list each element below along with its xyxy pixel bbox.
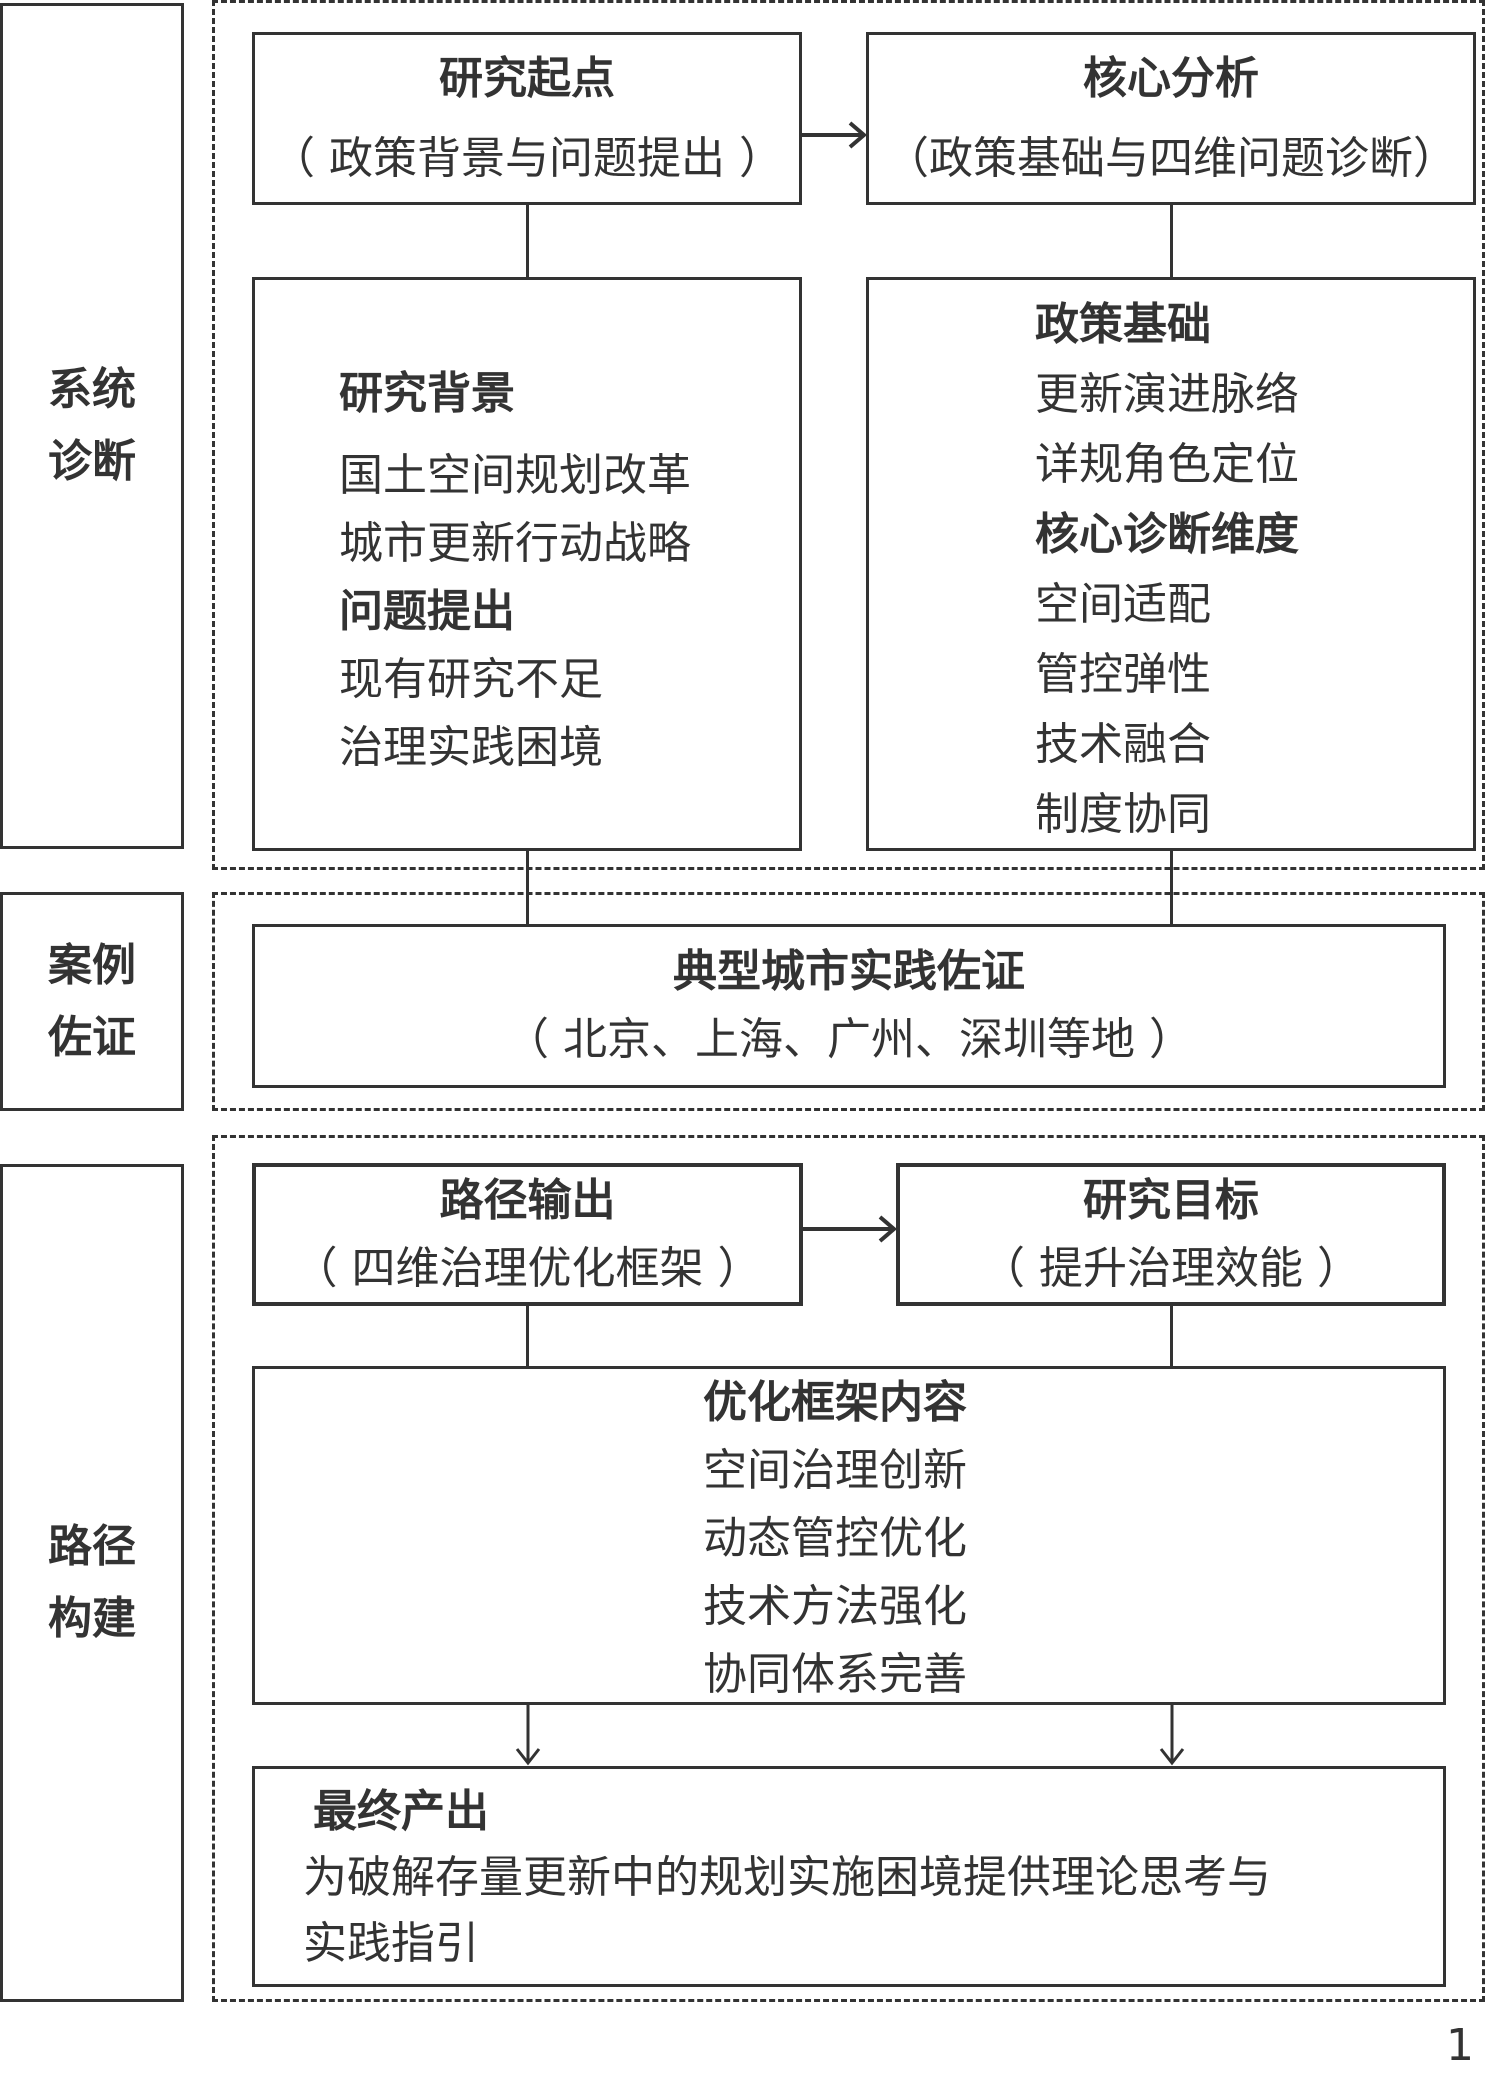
path-output-box: 路径输出 （ 四维治理优化框架 ） (252, 1163, 803, 1306)
box-title: 核心分析 (1083, 52, 1259, 104)
arrow-down-icon (1159, 1703, 1185, 1766)
section-label-cases: 案例 佐证 (0, 892, 184, 1111)
box-subtitle: （政策基础与四维问题诊断） (885, 132, 1457, 184)
list-item: 更新演进脉络 (1035, 369, 1299, 420)
connector (526, 850, 529, 926)
heading: 核心诊断维度 (1035, 509, 1299, 560)
list-item: 技术方法强化 (703, 1581, 967, 1632)
heading: 研究背景 (339, 368, 515, 419)
box-subtitle: （ 四维治理优化框架 ） (293, 1242, 762, 1294)
framework-box: 优化框架内容 空间治理创新 动态管控优化 技术方法强化 协同体系完善 (252, 1366, 1446, 1705)
list-item: 动态管控优化 (703, 1513, 967, 1564)
page-number: 1 (1446, 2020, 1474, 2071)
list-item: 治理实践困境 (339, 722, 603, 773)
list-item: 管控弹性 (1035, 649, 1211, 700)
cases-region (212, 892, 1485, 1111)
arrow-right-icon (800, 1215, 898, 1243)
label-text: 系统 (48, 364, 136, 415)
connector (526, 204, 529, 278)
list-item: 制度协同 (1035, 789, 1211, 840)
section-label-path: 路径 构建 (0, 1164, 184, 2002)
label-text: 诊断 (48, 436, 136, 487)
policy-box: 政策基础 更新演进脉络 详规角色定位 核心诊断维度 空间适配 管控弹性 技术融合… (866, 277, 1476, 851)
final-text: 实践指引 (303, 1918, 479, 1969)
connector (1170, 1305, 1173, 1367)
box-subtitle: （ 北京、上海、广州、深圳等地 ） (505, 1014, 1193, 1065)
label-text: 案例 (48, 939, 136, 991)
background-box: 研究背景 国土空间规划改革 城市更新行动战略 问题提出 现有研究不足 治理实践困… (252, 277, 802, 851)
label-text: 路径 (48, 1521, 136, 1572)
box-title: 研究起点 (439, 52, 615, 104)
connector (1170, 850, 1173, 926)
list-item: 现有研究不足 (339, 654, 603, 705)
connector (1170, 204, 1173, 278)
connector (526, 1305, 529, 1367)
arrow-right-icon (800, 121, 868, 149)
heading: 政策基础 (1035, 299, 1211, 350)
list-item: 空间适配 (1035, 579, 1211, 630)
list-item: 城市更新行动战略 (339, 518, 691, 569)
box-title: 路径输出 (439, 1174, 616, 1226)
arrow-down-icon (515, 1703, 541, 1766)
box-subtitle: （ 政策背景与问题提出 ） (271, 132, 783, 184)
section-label-diagnosis: 系统 诊断 (0, 3, 184, 849)
list-item: 协同体系完善 (703, 1649, 967, 1700)
heading: 最终产出 (313, 1786, 489, 1837)
list-item: 国土空间规划改革 (339, 450, 691, 501)
cases-box: 典型城市实践佐证 （ 北京、上海、广州、深圳等地 ） (252, 924, 1446, 1088)
list-item: 空间治理创新 (703, 1445, 967, 1496)
label-text: 构建 (48, 1593, 136, 1644)
final-output-box: 最终产出 为破解存量更新中的规划实施困境提供理论思考与 实践指引 (252, 1766, 1446, 1987)
list-item: 技术融合 (1035, 719, 1211, 770)
research-goal-box: 研究目标 （ 提升治理效能 ） (896, 1163, 1446, 1306)
list-item: 详规角色定位 (1035, 439, 1299, 490)
path-region (212, 1135, 1485, 2002)
box-title: 典型城市实践佐证 (673, 946, 1025, 997)
core-analysis-box: 核心分析 （政策基础与四维问题诊断） (866, 32, 1476, 205)
final-text: 为破解存量更新中的规划实施困境提供理论思考与 (303, 1852, 1271, 1903)
label-text: 佐证 (48, 1011, 136, 1063)
heading: 优化框架内容 (703, 1377, 967, 1428)
diagnosis-region (212, 0, 1485, 870)
box-subtitle: （ 提升治理效能 ） (981, 1242, 1361, 1294)
heading: 问题提出 (339, 586, 515, 637)
research-start-box: 研究起点 （ 政策背景与问题提出 ） (252, 32, 802, 205)
box-title: 研究目标 (1083, 1174, 1259, 1226)
